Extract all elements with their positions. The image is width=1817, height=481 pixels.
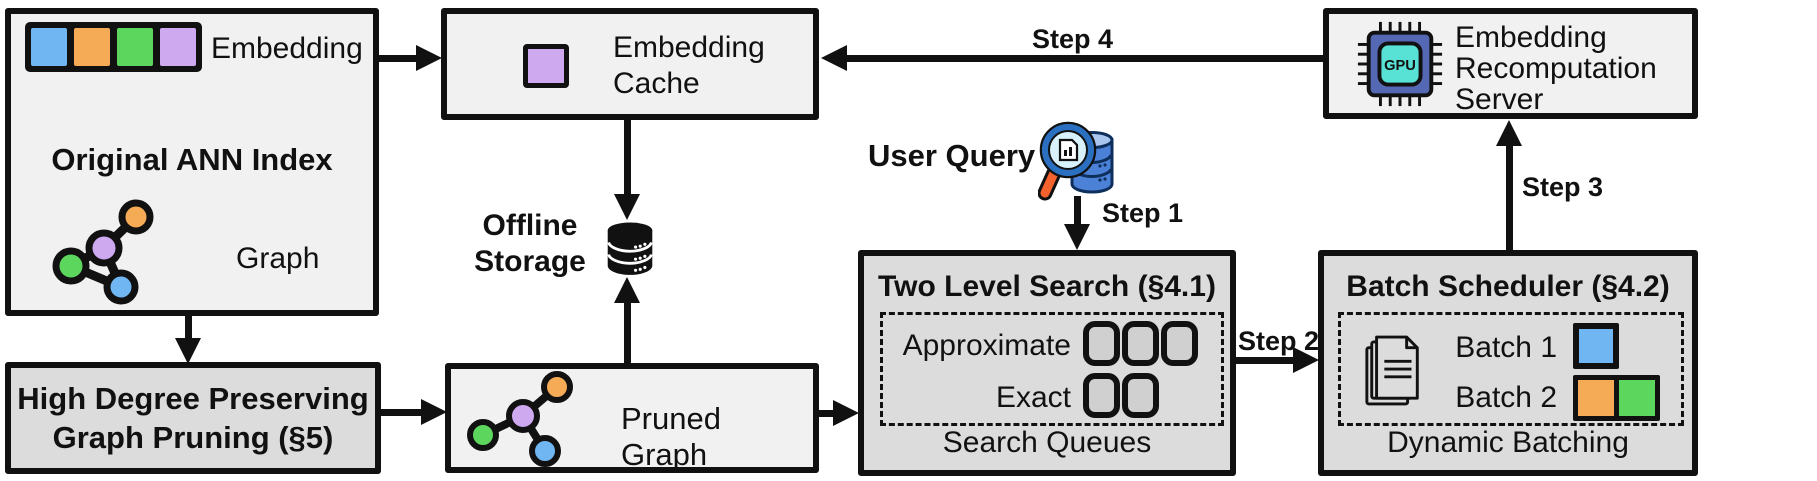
step2-label: Step 2 xyxy=(1238,326,1320,356)
queue-slot xyxy=(1083,373,1120,418)
gpu-label: GPU xyxy=(1384,58,1416,74)
recomputation-server-label: Embedding Recomputation Server xyxy=(1455,21,1657,116)
approximate-queue-slots xyxy=(1083,321,1198,366)
approximate-label: Approximate xyxy=(902,329,1071,362)
arrow-cache-to-storage xyxy=(624,119,631,197)
arrow-ann-to-cache-head xyxy=(416,45,442,71)
user-query-label: User Query xyxy=(868,138,1036,173)
exact-queue-slots xyxy=(1083,373,1159,418)
step3-label: Step 3 xyxy=(1522,172,1604,202)
exact-label: Exact xyxy=(995,381,1071,414)
gpu-chip-icon: GPU xyxy=(1357,21,1443,107)
documents-icon xyxy=(1365,335,1419,406)
pruned-graph-icon xyxy=(467,371,573,467)
arrow-step4-head xyxy=(821,45,847,71)
original-ann-index-box: Embedding Original ANN Index Graph xyxy=(5,8,379,316)
arrow-step3-head xyxy=(1496,120,1522,146)
search-queues-panel: Approximate Exact xyxy=(880,312,1224,426)
pruned-graph-box: Pruned Graph xyxy=(445,363,819,473)
queue-slot xyxy=(1083,321,1120,366)
graph-label: Graph xyxy=(236,242,320,275)
queue-slot xyxy=(1161,321,1198,366)
recomputation-server-box: GPU Embedding Recomputation Server xyxy=(1323,8,1698,119)
embedding-cell-blue xyxy=(31,28,67,66)
arrow-pruned-to-storage-head xyxy=(614,277,640,303)
offline-storage-label: Offline Storage xyxy=(474,209,586,278)
step1-label: Step 1 xyxy=(1102,198,1184,228)
arrow-step4 xyxy=(845,55,1323,62)
two-level-search-title: Two Level Search (§4.1) xyxy=(878,270,1216,303)
arrow-pruned-to-search-head xyxy=(833,400,859,426)
batch1-item-blue xyxy=(1573,323,1619,369)
batch1-label: Batch 1 xyxy=(1455,331,1557,364)
embedding-label: Embedding xyxy=(211,32,363,65)
embedding-cache-box: Embedding Cache xyxy=(441,8,819,120)
two-level-search-box: Two Level Search (§4.1) Approximate Exac… xyxy=(858,250,1236,476)
database-icon xyxy=(607,222,653,275)
arrow-pruning-to-pruned-head xyxy=(421,399,447,425)
arrow-step1-head xyxy=(1064,224,1090,250)
queue-slot xyxy=(1122,373,1159,418)
arrow-step2-head xyxy=(1293,347,1319,373)
batch2-label: Batch 2 xyxy=(1455,381,1557,414)
queue-slot xyxy=(1122,321,1159,366)
arrow-pruned-to-storage xyxy=(624,301,631,363)
dynamic-batching-label: Dynamic Batching xyxy=(1387,426,1629,459)
embedding-vector-icon xyxy=(25,22,202,72)
embedding-cell-green xyxy=(117,28,153,66)
batch2-item-orange xyxy=(1578,380,1614,416)
embedding-cell-purple xyxy=(160,28,196,66)
cached-embedding-icon xyxy=(523,44,569,88)
arrow-pruned-to-search xyxy=(818,410,835,417)
arrow-ann-to-pruning-head xyxy=(175,338,201,364)
query-magnifier-database-icon xyxy=(1038,121,1114,201)
graph-pruning-box: High Degree Preserving Graph Pruning (§5… xyxy=(5,362,381,474)
embedding-cell-orange xyxy=(74,28,110,66)
embedding-cache-label: Embedding Cache xyxy=(613,31,765,100)
graph-icon xyxy=(52,199,154,305)
arrow-cache-to-storage-head xyxy=(614,194,640,220)
dynamic-batching-panel: Batch 1 Batch 2 xyxy=(1338,312,1684,426)
batch2-items xyxy=(1573,375,1660,421)
arrow-step2 xyxy=(1235,357,1295,364)
search-queues-label: Search Queues xyxy=(942,426,1152,459)
graph-pruning-title: High Degree Preserving Graph Pruning (§5… xyxy=(17,381,369,455)
pruned-graph-label: Pruned Graph xyxy=(621,401,721,472)
original-ann-index-title: Original ANN Index xyxy=(51,142,333,177)
arrow-ann-to-cache xyxy=(378,55,418,62)
arrow-pruning-to-pruned xyxy=(380,409,423,416)
arrow-ann-to-pruning xyxy=(185,315,192,340)
batch-scheduler-box: Batch Scheduler (§4.2) Batch 1 Batch 2 xyxy=(1318,250,1698,476)
batch2-item-green xyxy=(1619,380,1655,416)
step4-label: Step 4 xyxy=(1032,24,1114,54)
arrow-step3 xyxy=(1506,144,1513,250)
arrow-step1 xyxy=(1074,196,1081,226)
batch-scheduler-title: Batch Scheduler (§4.2) xyxy=(1346,270,1670,303)
